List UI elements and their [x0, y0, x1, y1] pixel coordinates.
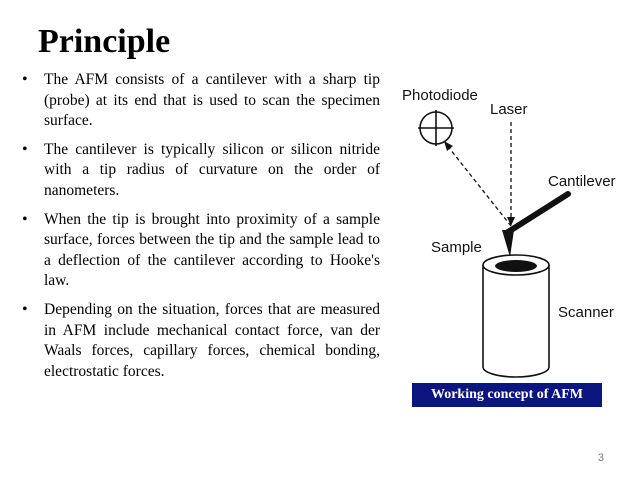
bullet-item: • Depending on the situation, forces that… [22, 300, 380, 382]
photodiode-icon [418, 110, 454, 146]
bullet-text: Depending on the situation, forces that … [44, 300, 380, 380]
bullet-text: The AFM consists of a cantilever with a … [44, 71, 380, 130]
photodiode-label: Photodiode [402, 87, 478, 104]
cantilever-tip [502, 230, 514, 257]
scanner-cylinder [482, 254, 550, 378]
page-number: 3 [597, 452, 604, 464]
sample-label: Sample [431, 239, 482, 256]
diagram-caption: Working concept of AFM [412, 383, 602, 407]
scanner-label: Scanner [558, 304, 614, 321]
bullet-item: • The cantilever is typically silicon or … [22, 140, 380, 202]
cantilever-beam [505, 191, 571, 235]
bullet-item: • The AFM consists of a cantilever with a… [22, 70, 380, 132]
afm-diagram: Photodiode Laser Cantilever Sample Scann… [402, 87, 616, 378]
bullet-text: When the tip is brought into proximity o… [44, 210, 380, 290]
reflected-arrowhead [444, 141, 453, 151]
cantilever-label: Cantilever [548, 173, 616, 190]
slide-title: Principle [38, 23, 171, 60]
laser-label: Laser [490, 101, 528, 118]
reflected-beam [445, 143, 512, 227]
bullet-dot: • [22, 140, 28, 158]
bullet-list: • The AFM consists of a cantilever with a… [22, 70, 380, 390]
bullet-text: The cantilever is typically silicon or s… [44, 140, 380, 199]
bullet-item: • When the tip is brought into proximity … [22, 210, 380, 292]
bullet-dot: • [22, 71, 28, 88]
laser-arrowhead [507, 217, 515, 226]
bullet-dot: • [22, 300, 28, 318]
bullet-dot: • [22, 210, 28, 228]
